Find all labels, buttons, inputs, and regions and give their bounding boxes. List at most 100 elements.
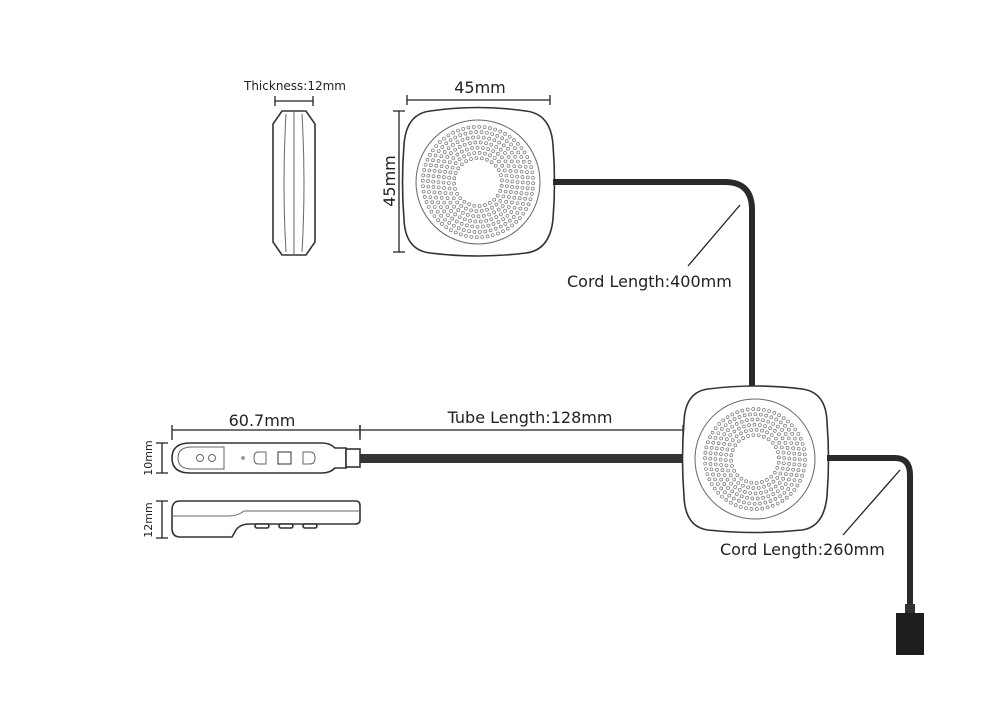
- grille-hole: [786, 487, 791, 491]
- grille-hole: [438, 169, 442, 174]
- grille-hole: [477, 124, 482, 129]
- grille-hole: [792, 457, 797, 461]
- grille-hole: [477, 150, 482, 155]
- grille-hole: [718, 457, 723, 462]
- grille-hole: [425, 157, 430, 162]
- grille-hole: [509, 210, 514, 214]
- remote-length-label: 60.7mm: [229, 411, 296, 430]
- grille-hole: [488, 201, 492, 205]
- grille-hole: [494, 202, 499, 207]
- grille-hole: [795, 441, 799, 446]
- grille-hole: [728, 420, 732, 424]
- button-left-icon: [253, 451, 267, 465]
- grille-hole: [441, 180, 446, 185]
- grille-hole: [484, 141, 488, 146]
- grille-hole: [451, 223, 456, 228]
- grille-hole: [755, 496, 760, 501]
- grille-hole: [755, 417, 760, 422]
- grille-hole: [787, 461, 791, 466]
- grille-hole: [520, 185, 525, 190]
- grille-hole: [485, 157, 489, 162]
- grille-hole: [443, 191, 448, 195]
- grille-hole: [785, 446, 790, 450]
- grille-hole: [791, 467, 795, 472]
- grille-hole: [463, 131, 468, 136]
- grille-hole: [489, 217, 494, 222]
- grille-hole: [491, 222, 496, 226]
- grille-hole: [737, 426, 741, 431]
- speaker-width-dimension-line: [406, 95, 551, 105]
- grille-hole: [716, 490, 720, 495]
- grille-hole: [421, 189, 426, 194]
- grille-hole: [780, 498, 785, 503]
- grille-hole: [448, 170, 453, 175]
- grille-hole: [451, 156, 456, 160]
- grille-hole: [739, 494, 744, 499]
- grille-hole: [734, 434, 739, 439]
- grille-hole: [455, 192, 459, 196]
- grille-hole: [766, 494, 771, 499]
- grille-hole: [470, 224, 475, 229]
- indicator-dot-icon: [241, 456, 245, 460]
- grille-hole: [505, 184, 509, 189]
- grille-hole: [510, 200, 514, 205]
- grille-hole: [762, 407, 766, 412]
- grille-hole: [500, 163, 505, 168]
- grille-hole: [719, 477, 724, 482]
- grille-hole: [775, 424, 780, 429]
- grille-hole: [710, 430, 715, 435]
- grille-hole: [493, 127, 498, 132]
- grille-hole: [493, 163, 498, 168]
- grille-hole: [709, 467, 714, 472]
- grille-hole: [728, 433, 733, 437]
- grille-hole: [500, 136, 505, 141]
- grille-hole: [761, 418, 765, 423]
- grille-hole: [732, 477, 737, 482]
- grille-hole: [730, 448, 735, 452]
- grille-hole: [480, 235, 485, 239]
- grille-hole: [424, 200, 429, 204]
- grille-hole: [472, 230, 477, 234]
- grille-hole: [792, 462, 797, 467]
- grille-hole: [741, 436, 745, 440]
- grille-hole: [716, 472, 721, 477]
- grille-hole: [461, 211, 465, 215]
- grille-hole: [465, 223, 469, 228]
- grille-hole: [794, 473, 799, 478]
- grille-hole: [503, 151, 507, 155]
- grille-hole: [713, 457, 718, 461]
- grille-hole: [497, 140, 502, 145]
- grille-hole: [771, 421, 776, 426]
- grille-hole: [499, 183, 504, 188]
- grille-hole: [475, 145, 480, 150]
- grille-hole: [723, 490, 727, 495]
- grille-hole: [422, 194, 427, 199]
- grille-hole: [465, 147, 469, 152]
- grille-hole: [426, 173, 431, 178]
- grille-hole: [459, 221, 464, 226]
- grille-hole: [436, 185, 441, 190]
- grille-hole: [442, 136, 446, 141]
- grille-hole: [751, 486, 756, 491]
- grille-hole: [724, 452, 728, 457]
- grille-hole: [485, 130, 489, 135]
- grille-hole: [468, 141, 472, 146]
- grille-hole: [464, 159, 468, 163]
- grille-hole: [508, 169, 513, 173]
- grille-hole: [749, 507, 754, 511]
- grille-hole: [515, 174, 520, 179]
- grille-hole: [465, 136, 470, 141]
- grille-hole: [789, 482, 794, 487]
- grille-hole: [780, 486, 784, 490]
- grille-hole: [752, 501, 757, 506]
- grille-hole: [464, 234, 468, 238]
- grille-hole: [515, 211, 520, 215]
- grille-hole: [480, 146, 485, 150]
- grille-hole: [758, 412, 763, 417]
- grille-hole: [767, 482, 771, 487]
- grille-hole: [777, 440, 782, 445]
- grille-hole: [518, 206, 523, 211]
- grille-hole: [728, 500, 733, 505]
- grille-hole: [713, 451, 718, 456]
- grille-hole: [513, 155, 517, 159]
